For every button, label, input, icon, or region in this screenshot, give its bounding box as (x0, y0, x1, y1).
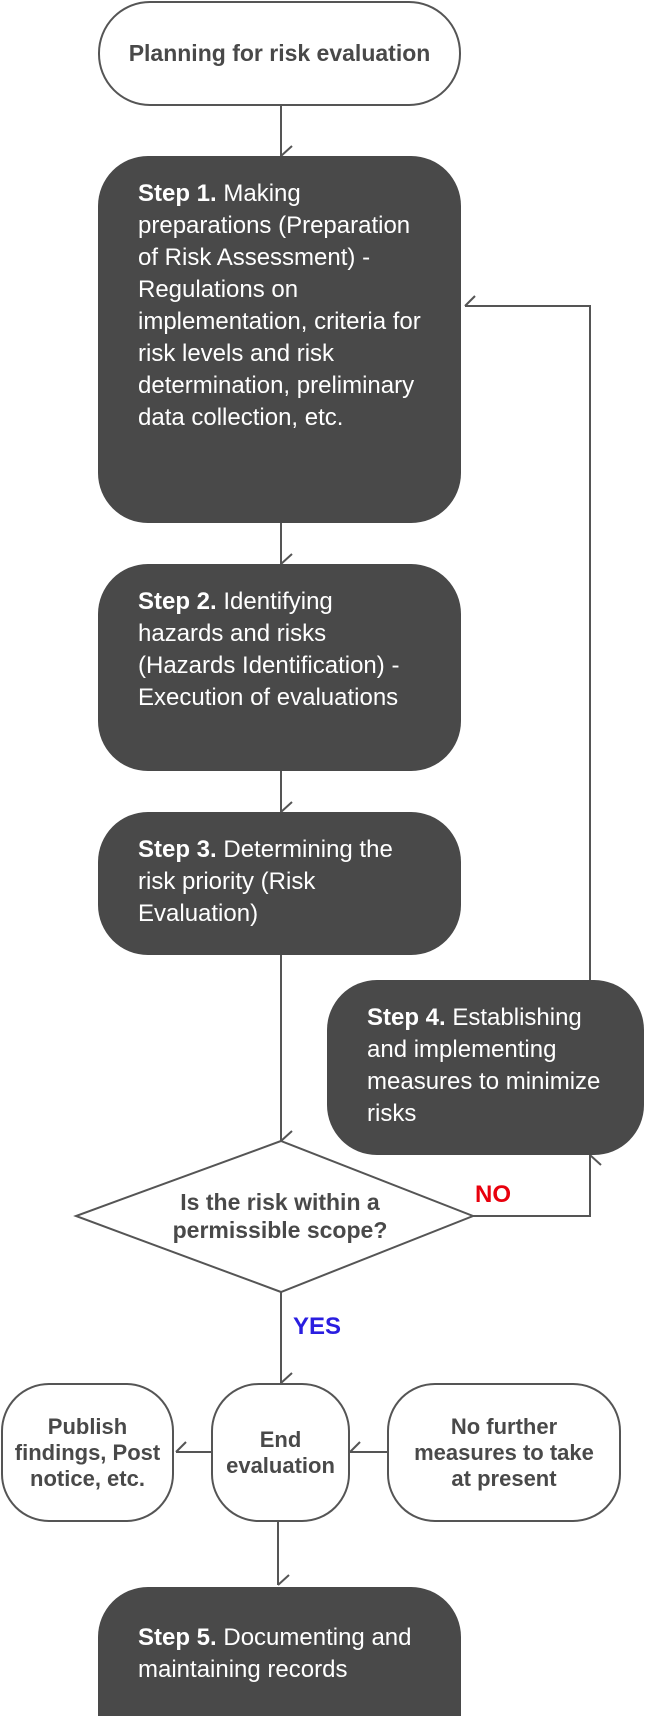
step4-node: Step 4. Establishing and implementing me… (327, 980, 644, 1155)
step1-text: Making preparations (Preparation of Risk… (138, 180, 421, 431)
arrowhead-step3 (280, 801, 293, 813)
arrowhead-end-left (349, 1441, 361, 1453)
step1-number: Step 1. (138, 180, 217, 207)
decision-diamond (73, 1139, 476, 1294)
start-node: Planning for risk evaluation (98, 1, 461, 106)
no-further-node-label: No further measures to take at present (414, 1413, 594, 1491)
arrowhead-step1 (280, 145, 293, 157)
arrowhead-step5 (277, 1574, 290, 1586)
step2-node: Step 2. Identifying hazards and risks (H… (98, 564, 461, 771)
no-label: NO (475, 1181, 511, 1208)
step5-text: Documenting and maintaining records (138, 1624, 412, 1683)
step3-node: Step 3. Determining the risk priority (R… (98, 812, 461, 955)
step2-number: Step 2. (138, 588, 217, 615)
end-node-label: End evaluation (226, 1426, 335, 1478)
step3-number: Step 3. (138, 836, 217, 863)
arrowhead-end (280, 1372, 293, 1384)
step3-text: Determining the risk priority (Risk Eval… (138, 836, 393, 927)
step5-node: Step 5. Documenting and maintaining reco… (98, 1587, 461, 1716)
decision-label: Is the risk within a permissible scope? (172, 1189, 388, 1243)
step1-node: Step 1. Making preparations (Preparation… (98, 156, 461, 523)
publish-node: Publish findings, Post notice, etc. (1, 1383, 174, 1522)
yes-label: YES (293, 1313, 342, 1340)
step4-number: Step 4. (367, 1004, 446, 1031)
connector-step4-step1 (465, 305, 591, 980)
end-node: End evaluation (211, 1383, 350, 1522)
arrowhead-publish (175, 1441, 187, 1453)
publish-node-label: Publish findings, Post notice, etc. (14, 1413, 161, 1491)
step4-text: Establishing and implementing measures t… (367, 1004, 601, 1127)
arrowhead-decision (280, 1130, 293, 1142)
step2-text: Identifying hazards and risks (Hazards I… (138, 588, 400, 711)
arrowhead-step2 (280, 553, 293, 565)
no-further-node: No further measures to take at present (387, 1383, 621, 1522)
step5-number: Step 5. (138, 1624, 217, 1651)
arrowhead-step4 (589, 1154, 602, 1166)
connector-decision-step4 (473, 1155, 591, 1217)
arrowhead-loop-step1 (464, 295, 476, 307)
start-node-label: Planning for risk evaluation (128, 40, 431, 66)
